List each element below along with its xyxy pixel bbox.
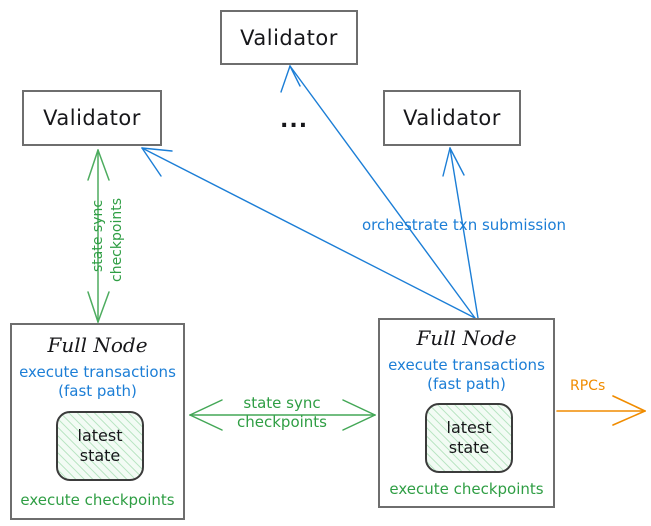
edge-label-rpcs: RPCs (570, 378, 606, 394)
fullnode-left-blue-line-1: execute transactions (19, 363, 176, 381)
fullnode-right-blue-line-2: (fast path) (427, 375, 506, 393)
edge-label-state-sync-vertical-line-2: checkpoints (109, 198, 125, 282)
fullnode-left-title: Full Node (47, 333, 148, 357)
edge-label-state-sync-vertical-line-1: state sync (90, 199, 106, 272)
fullnode-right-latest-state: latest state (425, 403, 513, 473)
validator-right-box[interactable]: Validator (383, 90, 521, 146)
validator-left-label: Validator (43, 106, 141, 130)
fullnode-left-green-line: execute checkpoints (20, 491, 175, 509)
edge-label-state-sync-horizontal-line-1: state sync (243, 394, 321, 412)
fullnode-right-state-line-1: latest (446, 418, 492, 437)
validator-left-box[interactable]: Validator (22, 90, 162, 146)
fullnode-left-latest-state: latest state (56, 411, 144, 481)
validator-ellipsis: ... (280, 108, 309, 133)
fullnode-right-green-line: execute checkpoints (389, 480, 544, 498)
fullnode-right-state-line-2: state (448, 438, 490, 457)
fullnode-left-state-line-2: state (79, 446, 121, 465)
fullnode-right-box[interactable]: Full Node execute transactions (fast pat… (378, 318, 555, 508)
fullnode-left-state-line-1: latest (77, 426, 123, 445)
edge-label-orchestrate: orchestrate txn submission (362, 216, 567, 234)
fullnode-left-box[interactable]: Full Node execute transactions (fast pat… (10, 323, 185, 520)
fullnode-right-blue-line-1: execute transactions (388, 356, 545, 374)
validator-top-box[interactable]: Validator (220, 10, 358, 65)
edge-label-state-sync-horizontal-line-2: checkpoints (237, 413, 327, 431)
validator-right-label: Validator (403, 106, 501, 130)
edge-rpcs (556, 395, 646, 426)
fullnode-left-blue-line-2: (fast path) (58, 382, 137, 400)
fullnode-right-title: Full Node (416, 326, 517, 350)
validator-top-label: Validator (240, 26, 338, 50)
